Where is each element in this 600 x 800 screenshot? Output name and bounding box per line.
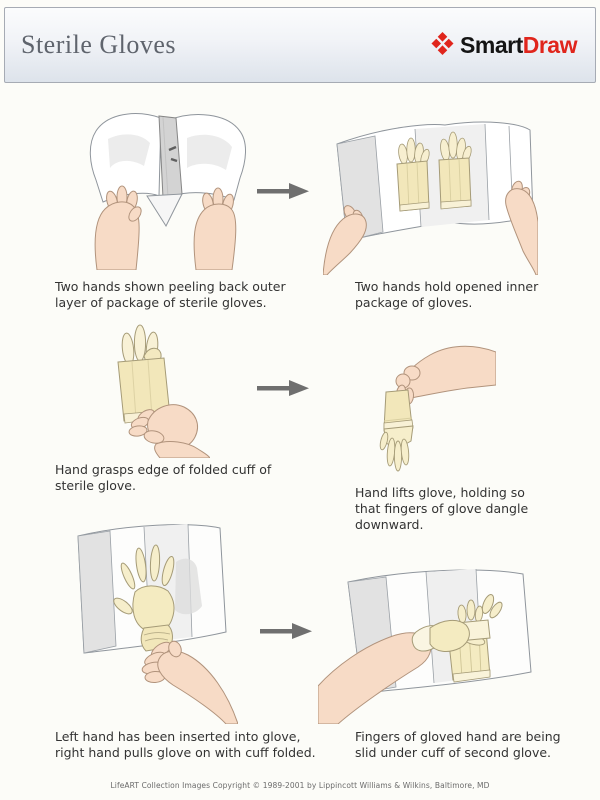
step-caption-2: Two hands hold opened inner package of g… [355,279,539,310]
copyright-notice: LifeART Collection Images Copyright © 19… [110,781,490,790]
page-title: Sterile Gloves [21,30,177,59]
illustration-two-hands-peeling-outer-package [75,108,255,274]
illustration-hand-lifting-glove-fingers-dangling [356,340,497,479]
step-caption-4: Hand lifts glove, holding so that finger… [355,485,529,532]
illustration-hand-grasping-folded-cuff [98,324,211,462]
step-caption-5: Left hand has been inserted into glove, … [55,729,316,760]
step-caption-6: Fingers of gloved hand are being slid un… [355,729,561,760]
step-caption-3: Hand grasps edge of folded cuff of steri… [55,462,272,493]
smartdraw-logo: SmartDraw [431,31,578,59]
logo-text-draw: Draw [522,31,578,58]
logo-text-smart: Smart [460,31,523,58]
header-bar: Sterile Gloves SmartDraw [4,7,596,83]
arrow-right-icon [260,623,312,643]
illustration-gloved-fingers-under-cuff-of-second-glove [317,556,540,728]
illustration-two-hands-holding-opened-inner-package [322,110,539,279]
illustration-left-hand-in-glove-right-hand-pulling [58,514,239,728]
step-caption-1: Two hands shown peeling back outer layer… [55,279,286,310]
arrow-right-icon [257,183,309,203]
smartdraw-diamond-icon [431,31,454,59]
arrow-right-icon [257,380,309,400]
